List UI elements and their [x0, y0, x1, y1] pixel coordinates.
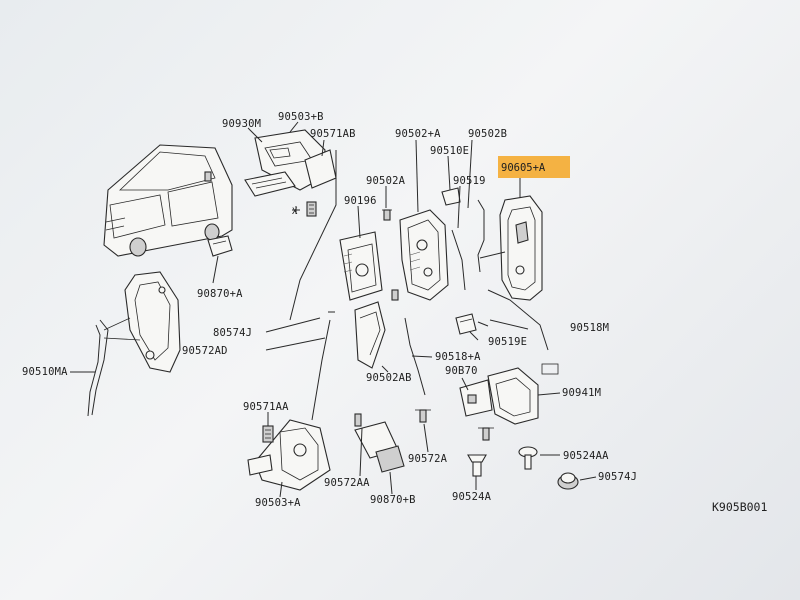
grommet-90574J — [557, 472, 579, 490]
leader-lines — [70, 121, 597, 498]
inner-door-assembly — [87, 271, 181, 417]
bolt-90571AA — [262, 425, 274, 443]
clip-90870B — [375, 445, 405, 473]
label-90519: 90519 — [453, 175, 486, 187]
label-90502AB: 90502AB — [366, 372, 412, 384]
label-90572A: 90572A — [408, 453, 448, 465]
bolt-90572A-lower — [415, 409, 431, 423]
outer-handle-top — [244, 129, 337, 197]
part-highlight — [498, 156, 570, 178]
drawing-code: K905B001 — [712, 500, 767, 514]
label-90605A: 90605+A — [501, 162, 546, 174]
label-90870A: 90870+A — [197, 288, 243, 300]
inner-handle-90605A — [479, 195, 543, 301]
label-90524AA: 90524AA — [563, 450, 609, 462]
label-90524A: 90524A — [452, 491, 492, 503]
bolt-90572A — [478, 427, 494, 441]
label-box-90941M — [541, 363, 559, 375]
label-90510E: 90510E — [430, 145, 469, 157]
part-labels: 90930M 90503+B 90571AB 90502+A 90502B 90… — [22, 111, 767, 514]
rod-90518A — [404, 317, 426, 396]
van-illustration — [103, 144, 233, 257]
clip-90519E — [455, 313, 477, 335]
main-lock-90502A — [391, 209, 449, 301]
label-90518M: 90518M — [570, 322, 609, 334]
rod-lower — [311, 319, 331, 421]
label-90571AB: 90571AB — [310, 128, 356, 140]
rod-90519 — [451, 229, 466, 291]
screw-90502A — [382, 209, 392, 221]
label-90196: 90196 — [344, 195, 377, 207]
label-90503A: 90503+A — [255, 497, 301, 509]
handle-90941M — [487, 367, 539, 425]
rod-90518M — [487, 289, 549, 351]
label-90510MA: 90510MA — [22, 366, 68, 378]
clip-90510E — [441, 187, 461, 206]
label-90B70: 90B70 — [445, 365, 478, 377]
label-90519E: 90519E — [488, 336, 527, 348]
label-90571AA: 90571AA — [243, 401, 289, 413]
label-90502A-top: 90502+A — [395, 128, 441, 140]
label-90502A: 90502A — [366, 175, 406, 187]
label-90941M: 90941M — [562, 387, 601, 399]
label-90930M: 90930M — [222, 118, 261, 130]
label-80574J: 80574J — [213, 327, 252, 339]
latch-90196 — [339, 231, 383, 301]
label-90870B: 90870+B — [370, 494, 416, 506]
screw-90524A — [467, 454, 487, 477]
lower-latch-90503A — [247, 419, 331, 491]
svg-text:X: X — [292, 207, 298, 217]
lever-90502AB — [354, 301, 386, 369]
bolt-90571AB: X — [292, 201, 317, 217]
label-90502B: 90502B — [468, 128, 507, 140]
link-90502B — [477, 199, 485, 273]
screw-90524AA — [518, 446, 538, 470]
label-90572AA: 90572AA — [324, 477, 370, 489]
clip-90870A — [207, 235, 233, 257]
label-90503B: 90503+B — [278, 111, 324, 123]
label-90574J: 90574J — [598, 471, 637, 483]
label-90572AD: 90572AD — [182, 345, 228, 357]
bracket-90B70 — [459, 379, 493, 417]
rod-upper — [289, 150, 337, 321]
label-90518A: 90518+A — [435, 351, 481, 363]
